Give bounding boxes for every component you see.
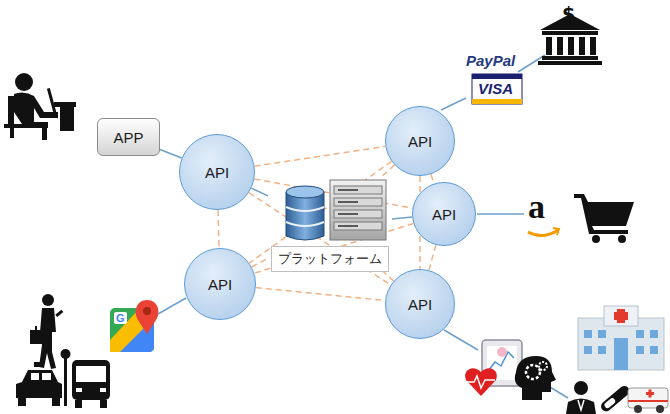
mesh-link [384, 272, 394, 281]
mesh-link [256, 288, 385, 301]
api-link [392, 217, 412, 219]
node-label: API [205, 164, 229, 181]
api-circle: API [385, 106, 455, 176]
mesh-link [255, 146, 386, 166]
node-label: API [408, 133, 432, 150]
node-label: API [432, 206, 456, 223]
node-label: APP [113, 129, 143, 146]
app-box: APP [97, 118, 160, 156]
platform: プラットフォーム [268, 178, 392, 272]
node-label: API [408, 296, 432, 313]
platform-label: プラットフォーム [271, 246, 389, 272]
api-circle: API [179, 134, 255, 210]
mesh-link [431, 174, 434, 183]
mesh-link [218, 210, 219, 248]
mesh-link [429, 245, 436, 270]
api-link [160, 149, 182, 158]
dollar-sign: $ [562, 3, 575, 25]
mesh-link [380, 165, 394, 178]
api-circle: API [385, 269, 455, 339]
api-circle: API [412, 182, 476, 246]
node-label: API [208, 276, 232, 293]
mesh-link [252, 258, 268, 267]
server-icon [268, 178, 392, 248]
maps-logo: G [114, 312, 127, 324]
amazon-logo: a [528, 190, 545, 224]
api-circle: API [184, 248, 256, 320]
api-link [251, 188, 268, 196]
paypal-logo: PayPal [466, 52, 515, 69]
visa-logo: VISA [478, 80, 513, 97]
